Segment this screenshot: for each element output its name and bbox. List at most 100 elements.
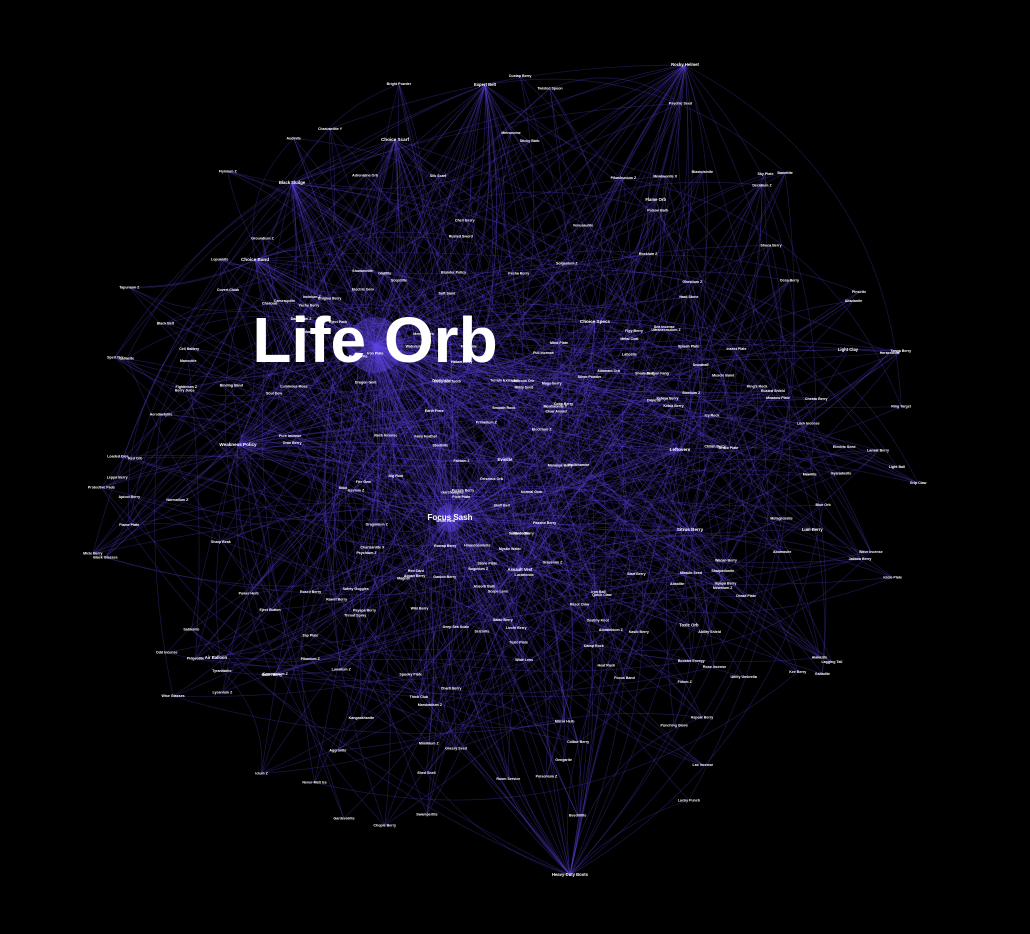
node-label-coba-berry[interactable]: Coba Berry: [554, 402, 573, 406]
node-label-steelium-z[interactable]: Steelium Z: [682, 391, 701, 395]
node-label-mewtwonite-x[interactable]: Mewtwonite X: [653, 175, 677, 179]
node-label-loaded-dice[interactable]: Loaded Dice: [107, 455, 128, 459]
node-label-wide-lens[interactable]: Wide Lens: [515, 658, 533, 662]
node-label-hard-stone[interactable]: Hard Stone: [679, 295, 698, 299]
node-label-earth-plate[interactable]: Earth Plate: [425, 409, 444, 413]
node-label-tyranitarite[interactable]: Tyranitarite: [212, 669, 231, 673]
node-label-misty-seed[interactable]: Misty Seed: [515, 385, 534, 389]
node-label-garchompite[interactable]: Garchompite: [441, 490, 463, 494]
node-label-rindo-berry[interactable]: Rindo Berry: [513, 531, 534, 535]
node-label-dragonium-z[interactable]: Dragonium Z: [366, 522, 389, 526]
node-label-weakness-policy[interactable]: Weakness Policy: [219, 442, 257, 447]
node-label-scizorite[interactable]: Scizorite: [475, 629, 490, 633]
node-label-aspear-berry[interactable]: Aspear Berry: [691, 715, 714, 719]
node-label-life-orb[interactable]: Life Orb: [252, 304, 497, 376]
node-label-air-balloon[interactable]: Air Balloon: [205, 655, 228, 660]
node-label-damp-rock[interactable]: Damp Rock: [584, 644, 604, 648]
node-label-throat-spray[interactable]: Throat Spray: [344, 613, 366, 617]
node-label-groundium-z[interactable]: Groundium Z: [251, 236, 274, 240]
node-label-eject-button[interactable]: Eject Button: [260, 608, 281, 612]
node-label-mental-herb[interactable]: Mental Herb: [413, 332, 434, 336]
node-label-absolite[interactable]: Absolite: [670, 582, 684, 586]
node-label-glalitite[interactable]: Glalitite: [378, 272, 391, 276]
node-label-venusaurite[interactable]: Venusaurite: [573, 224, 593, 228]
node-label-toxic-orb[interactable]: Toxic Orb: [679, 622, 699, 627]
node-label-manectite[interactable]: Manectite: [180, 359, 197, 363]
node-label-quick-claw[interactable]: Quick Claw: [592, 593, 612, 597]
node-label-shell-bell[interactable]: Shell Bell: [494, 503, 510, 507]
node-label-safety-goggles[interactable]: Safety Goggles: [343, 587, 369, 591]
node-label-babiri-berry[interactable]: Babiri Berry: [262, 673, 283, 677]
node-label-light-clay[interactable]: Light Clay: [838, 347, 859, 352]
node-label-white-herb[interactable]: White Herb: [436, 519, 456, 523]
node-label-grip-claw[interactable]: Grip Claw: [910, 481, 927, 485]
node-label-mago-berry[interactable]: Mago Berry: [542, 382, 562, 386]
node-label-solganium-z[interactable]: Solganium Z: [556, 262, 578, 266]
node-label-sharpedonite[interactable]: Sharpedonite: [711, 569, 734, 573]
node-label-pinsirite[interactable]: Pinsirite: [852, 290, 866, 294]
node-label-swampertite[interactable]: Swampertite: [416, 812, 437, 816]
node-label-blazikenite[interactable]: Blazikenite: [349, 355, 368, 359]
node-label-charti-berry[interactable]: Charti Berry: [441, 686, 462, 690]
node-label-shuca-berry[interactable]: Shuca Berry: [760, 244, 781, 248]
node-label-rusted-sword[interactable]: Rusted Sword: [449, 235, 473, 239]
node-label-cameruptite[interactable]: Cameruptite: [274, 299, 295, 303]
node-label-waterium-z[interactable]: Waterium Z: [406, 345, 426, 349]
node-label-rock-incense[interactable]: Rock Incense: [374, 434, 397, 438]
node-label-tapunium-z[interactable]: Tapunium Z: [119, 285, 140, 289]
node-label-grassium-z[interactable]: Grassium Z: [543, 561, 564, 565]
node-label-assault-vest[interactable]: Assault Vest: [508, 567, 534, 572]
node-label-icium-z[interactable]: Icium Z: [255, 771, 268, 775]
node-label-stone-plate[interactable]: Stone Plate: [477, 561, 497, 565]
node-label-lax-incense[interactable]: Lax Incense: [693, 763, 714, 767]
node-label-destiny-knot[interactable]: Destiny Knot: [587, 619, 610, 623]
node-label-adamant-orb[interactable]: Adamant Orb: [597, 369, 621, 373]
node-label-rowap-berry[interactable]: Rowap Berry: [434, 544, 456, 548]
node-label-flame-plate[interactable]: Flame Plate: [119, 523, 139, 527]
node-label-deep-sea-scale[interactable]: Deep Sea Scale: [443, 625, 470, 629]
node-label-blue-orb[interactable]: Blue Orb: [816, 503, 832, 507]
node-label-choice-specs[interactable]: Choice Specs: [580, 319, 611, 324]
node-label-power-herb[interactable]: Power Herb: [239, 592, 260, 596]
node-label-charizardite-y[interactable]: Charizardite Y: [318, 127, 343, 131]
node-label-oran-berry[interactable]: Oran Berry: [283, 441, 302, 445]
node-label-poison-barb[interactable]: Poison Barb: [647, 209, 669, 213]
node-label-audinite[interactable]: Audinite: [287, 136, 301, 140]
node-label-magnet[interactable]: Magnet: [397, 576, 410, 580]
node-label-metagrossite[interactable]: Metagrossite: [770, 517, 792, 521]
node-label-wave-incense[interactable]: Wave Incense: [859, 550, 883, 554]
node-label-light-ball[interactable]: Light Ball: [889, 465, 905, 469]
node-label-pecha-berry[interactable]: Pecha Berry: [508, 271, 529, 275]
node-label-kasib-berry[interactable]: Kasib Berry: [629, 630, 649, 634]
node-label-choice-scarf[interactable]: Choice Scarf: [381, 137, 410, 142]
node-label-zoom-lens[interactable]: Zoom Lens: [432, 379, 451, 383]
node-label-luck-incense[interactable]: Luck Incense: [797, 422, 820, 426]
node-label-heavy-duty-boots[interactable]: Heavy-Duty Boots: [552, 872, 589, 877]
node-label-snowball[interactable]: Snowball: [693, 363, 709, 367]
node-label-haban-berry[interactable]: Haban Berry: [451, 360, 472, 364]
node-label-darkinium-z[interactable]: Darkinium Z: [291, 317, 313, 321]
node-label-binding-band[interactable]: Binding Band: [220, 384, 243, 388]
node-label-salac-berry[interactable]: Salac Berry: [493, 618, 513, 622]
node-label-lunalium-z[interactable]: Lunalium Z: [332, 667, 352, 671]
node-label-passho-berry[interactable]: Passho Berry: [533, 521, 556, 525]
node-label-ghostium-z[interactable]: Ghostium Z: [682, 280, 703, 284]
node-label-zap-plate[interactable]: Zap Plate: [302, 634, 318, 638]
node-label-muscle-band[interactable]: Muscle Band: [712, 373, 734, 377]
node-label-sceptilite[interactable]: Sceptilite: [391, 278, 407, 282]
node-label-mewtwonite-y[interactable]: Mewtwonite Y: [543, 405, 567, 409]
node-label-never-melt-ice[interactable]: Never-Melt Ice: [302, 780, 326, 784]
node-label-heat-rock[interactable]: Heat Rock: [598, 663, 616, 667]
node-label-metal-coat[interactable]: Metal Coat: [620, 337, 639, 341]
node-label-yache-berry[interactable]: Yache Berry: [299, 304, 320, 308]
node-label-ampharosite[interactable]: Ampharosite: [298, 330, 320, 334]
node-label-covert-cloak[interactable]: Covert Cloak: [217, 288, 239, 292]
node-label-spell-tag[interactable]: Spell Tag: [107, 355, 123, 359]
node-label-expert-belt[interactable]: Expert Belt: [474, 82, 497, 87]
node-label-gyaradosite[interactable]: Gyaradosite: [831, 471, 852, 475]
node-label-rawst-berry[interactable]: Rawst Berry: [326, 597, 347, 601]
node-label-dragon-gem[interactable]: Dragon Gem: [355, 381, 377, 385]
node-label-blastoisinite[interactable]: Blastoisinite: [692, 170, 713, 174]
node-label-punching-glove[interactable]: Punching Glove: [661, 723, 688, 727]
